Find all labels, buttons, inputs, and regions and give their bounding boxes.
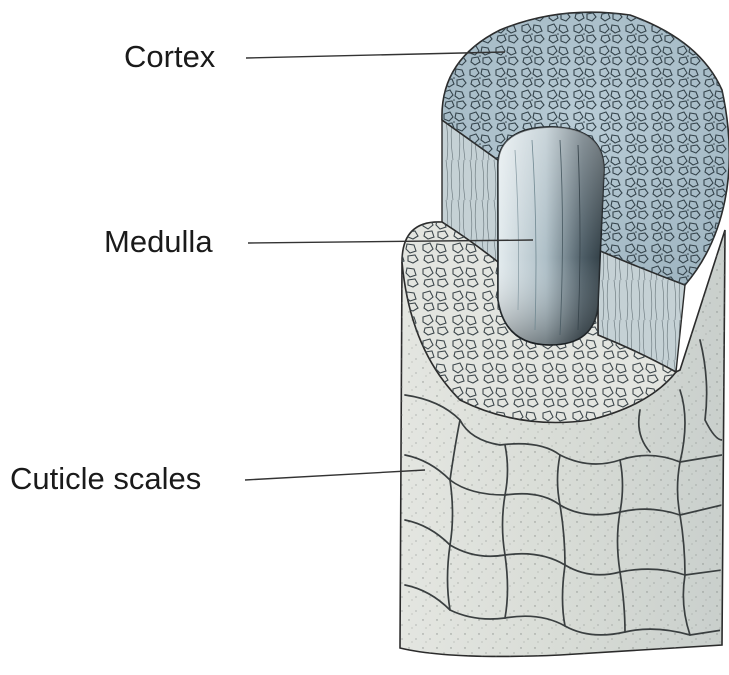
medulla-column xyxy=(498,127,604,345)
medulla-label: Medulla xyxy=(104,226,213,257)
cortex-label: Cortex xyxy=(124,41,215,72)
cuticle-scales-label: Cuticle scales xyxy=(10,463,201,494)
cuticle-leader-line xyxy=(245,470,425,480)
